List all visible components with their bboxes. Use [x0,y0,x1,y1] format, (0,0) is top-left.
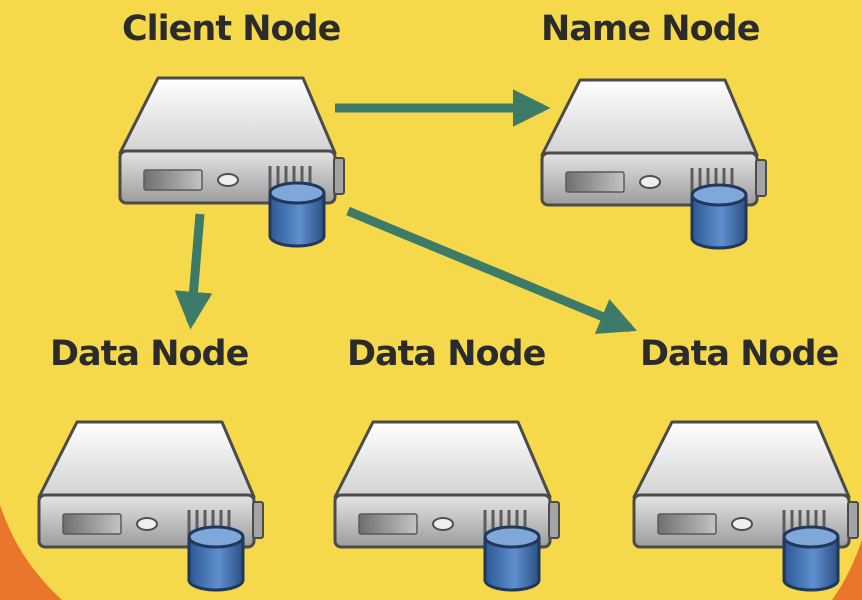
name-node-label: Name Node [541,9,760,49]
server-icon-client [118,76,346,248]
arrow-client-to-data-3 [346,206,637,334]
corner-accent-right [832,540,862,600]
data-node-label-3: Data Node [640,334,839,374]
server-icon-data-1 [37,420,265,592]
data-node-label-1: Data Node [50,334,249,374]
data-node-label-2: Data Node [347,334,546,374]
server-icon-data-2 [333,420,561,592]
client-node-label: Client Node [122,9,341,49]
corner-accent-left [0,505,62,600]
server-icon-name [540,78,768,250]
arrow-client-to-data-1 [174,213,213,330]
server-icon-data-3 [632,420,860,592]
